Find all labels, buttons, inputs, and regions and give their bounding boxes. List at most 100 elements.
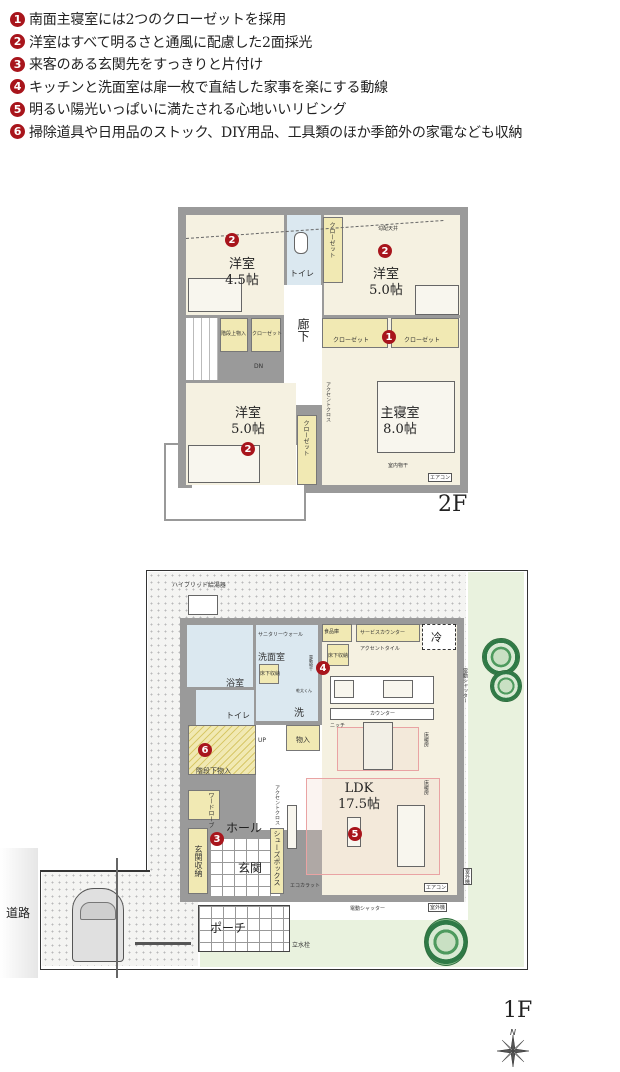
sloped-ceiling-label: 勾配天井 bbox=[378, 226, 399, 232]
feature-marker: 1 bbox=[10, 11, 25, 27]
entrance-floor bbox=[210, 838, 280, 896]
site-boundary-west bbox=[40, 870, 150, 872]
tree-icon bbox=[490, 670, 522, 702]
closet-small bbox=[251, 318, 281, 352]
water-heater bbox=[188, 595, 218, 615]
wardrobe bbox=[188, 790, 220, 820]
closet-west bbox=[297, 415, 317, 485]
room-name: 洋室 bbox=[234, 406, 261, 421]
compass-north-label: N bbox=[510, 1028, 516, 1037]
water-heater-label: ハイブリッド給湯器 bbox=[172, 582, 226, 589]
room-name: LDK bbox=[344, 781, 374, 796]
floor-heating-label: 床暖房 bbox=[423, 780, 429, 795]
marker-5: 5 bbox=[348, 827, 362, 841]
sanitary-wall-label: サニタリーウォール bbox=[258, 632, 304, 638]
stairs-2f bbox=[186, 318, 218, 380]
road-label: 道路 bbox=[6, 906, 31, 920]
room-name: 洋室 bbox=[372, 267, 399, 282]
marker-1: 1 bbox=[382, 330, 396, 344]
marker-6: 6 bbox=[198, 743, 212, 757]
fridge-label: 冷 bbox=[431, 631, 442, 644]
floor-plan-2f: 洋室 4.5帖 洋室 5.0帖 洋室 5.0帖 主寝室 8.0帖 廊下 トイレ … bbox=[164, 207, 468, 521]
washer-label: 洗 bbox=[294, 708, 304, 719]
indoor-drying-label: 室内物干 bbox=[388, 463, 409, 469]
stove bbox=[334, 680, 354, 698]
shoe-box bbox=[270, 828, 284, 894]
closet-label: クローゼット bbox=[404, 337, 441, 344]
shoe-box-label: シューズボックス bbox=[273, 830, 281, 886]
room-name: 主寝室 bbox=[380, 406, 420, 421]
bed-western-a bbox=[188, 278, 242, 312]
storage-1f bbox=[286, 725, 320, 751]
bath-label: 浴室 bbox=[226, 679, 245, 689]
feature-text: 洋室はすべて明るさと通風に配慮した2面採光 bbox=[29, 34, 313, 51]
room-name: 洋室 bbox=[228, 257, 255, 272]
pantry-label: 食品庫 bbox=[324, 629, 340, 635]
underfloor-storage-b bbox=[327, 644, 349, 666]
eco-carat-label: エコカラット bbox=[290, 883, 321, 889]
lawn-east bbox=[468, 572, 524, 967]
outdoor-unit-label: 室外機 bbox=[463, 868, 472, 885]
entrance-storage bbox=[188, 828, 208, 894]
counter bbox=[330, 708, 434, 720]
outdoor-unit-label: 室外機 bbox=[428, 903, 448, 912]
toilet-label: トイレ bbox=[290, 269, 314, 278]
aircon-label: エアコン bbox=[428, 473, 453, 482]
shutter-label: 電動シャッター bbox=[350, 906, 386, 912]
storage-label: 階段上物入 bbox=[221, 331, 247, 337]
counter-label: カウンター bbox=[370, 711, 396, 717]
closet-label: クローゼット bbox=[333, 337, 370, 344]
closet-top bbox=[323, 217, 343, 283]
bed-master bbox=[377, 381, 455, 453]
closet-label: クローゼット bbox=[328, 222, 335, 258]
accent-cloth-label: アクセントクロス bbox=[325, 382, 331, 422]
parking-line bbox=[116, 858, 118, 978]
faucet-label: 立水栓 bbox=[292, 942, 311, 949]
sink bbox=[383, 680, 413, 698]
room-toilet-1f bbox=[196, 690, 254, 725]
floor-plan-1f: 道路 ハイブリッド給湯器 LDK 17.5帖 ホール 玄関 ポーチ 浴室 洗面室 bbox=[0, 570, 532, 1068]
room-size: 17.5帖 bbox=[338, 797, 380, 812]
feature-text: 明るい陽光いっぱいに満たされる心地いいリビング bbox=[29, 102, 347, 119]
tree-icon bbox=[424, 918, 468, 966]
porch-label: ポーチ bbox=[210, 921, 247, 935]
floor-heating-label: 床暖房 bbox=[423, 732, 429, 747]
closet-right bbox=[391, 318, 459, 348]
corridor-label: 廊下 bbox=[296, 318, 310, 342]
room-size: 5.0帖 bbox=[231, 422, 265, 437]
feature-marker: 6 bbox=[10, 124, 25, 140]
toilet-label: トイレ bbox=[226, 711, 250, 720]
feature-marker: 4 bbox=[10, 79, 25, 95]
niche-label: ニッチ bbox=[330, 723, 346, 729]
washroom-label: 洗面室 bbox=[258, 653, 286, 663]
car-icon bbox=[72, 888, 124, 962]
site-boundary-south bbox=[40, 870, 528, 970]
closet-label: クローゼット bbox=[252, 331, 283, 337]
feature-text: キッチンと洗面室は扉一枚で直結した家事を楽にする動線 bbox=[29, 79, 388, 96]
room-size: 5.0帖 bbox=[369, 283, 403, 298]
service-counter bbox=[356, 624, 420, 642]
toilet-fixture bbox=[294, 232, 308, 254]
marker-3: 3 bbox=[210, 832, 224, 846]
understair-label: 階段下物入 bbox=[196, 767, 231, 775]
feature-text: 南面主寝室には2つのクローゼットを採用 bbox=[29, 12, 287, 29]
sofa bbox=[397, 805, 425, 867]
wardrobe-label: ワードローブ bbox=[207, 792, 214, 828]
feature-marker: 3 bbox=[10, 56, 25, 72]
tv-stand bbox=[287, 805, 297, 849]
car-windshield bbox=[80, 902, 116, 920]
room-bath bbox=[187, 625, 253, 687]
dryer-label: 乾太くん bbox=[296, 688, 312, 693]
feature-marker: 2 bbox=[10, 34, 25, 50]
floor-label-2f: 2F bbox=[438, 492, 468, 517]
tree-icon bbox=[482, 638, 520, 676]
closet-label: クローゼット bbox=[302, 420, 309, 456]
entrance-storage-label: 玄関収納 bbox=[194, 845, 203, 877]
dining-table bbox=[363, 722, 393, 770]
